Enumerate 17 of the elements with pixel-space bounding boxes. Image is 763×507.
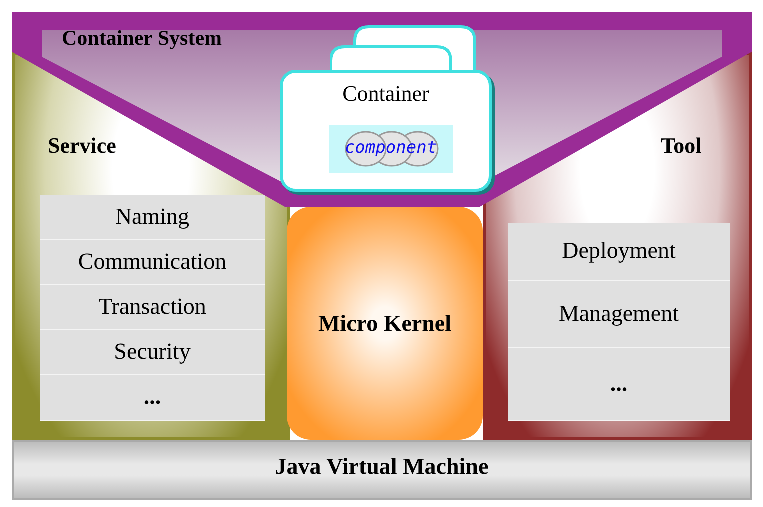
- list-item: Management: [508, 281, 730, 348]
- panel-title: Service: [48, 133, 116, 159]
- component-area: [329, 125, 453, 173]
- container-title: Container: [342, 81, 430, 107]
- micro-kernel-box: Micro Kernel: [287, 207, 483, 440]
- band-title: Container System: [62, 26, 222, 51]
- container-card: [280, 70, 492, 192]
- component-label: component: [344, 138, 438, 158]
- jvm-bar: Java Virtual Machine: [12, 440, 752, 500]
- panel-title: Tool: [661, 133, 702, 159]
- list-item: Transaction: [40, 285, 265, 330]
- list-item: Deployment: [508, 223, 730, 281]
- list-item: ...: [508, 348, 730, 421]
- list-item: Communication: [40, 240, 265, 285]
- list-item: Security: [40, 330, 265, 375]
- list-item: Naming: [40, 195, 265, 240]
- list-item: ...: [40, 375, 265, 421]
